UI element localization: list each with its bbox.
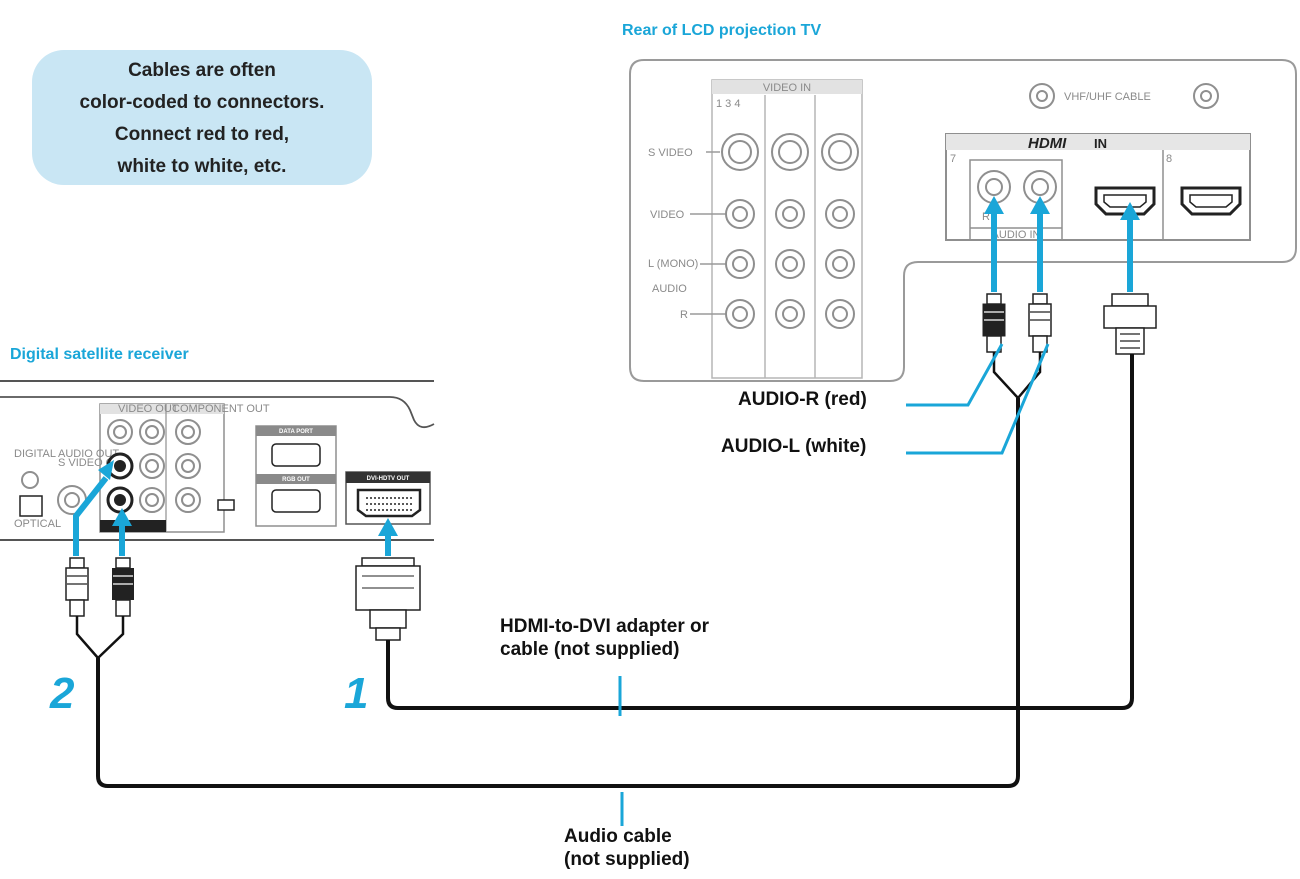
optical-label: OPTICAL [14,518,61,530]
audio-cable [96,398,1020,788]
rgb-out-label: RGB OUT [282,477,310,483]
video-in-numbers: 1 3 4 [716,98,740,110]
hdmi-dvi-label-line1: HDMI-to-DVI adapter or [500,616,710,637]
dvi-hdtv-out-label: DVI-HDTV OUT [367,476,410,482]
audio-in-jack-l [1023,170,1057,204]
audio-l-label: L (MONO) [648,258,698,270]
receiver-jack [139,419,165,445]
receiver-audio-wire-white [75,616,99,659]
audio-jack [725,249,755,279]
audio-cable-label-line1: Audio cable [564,826,672,847]
dvi-plug [355,557,421,641]
audio-jack [775,249,805,279]
rca-plug-red [982,293,1006,353]
hdmi-plug [1103,293,1157,355]
audio-r-red-label: AUDIO-R (red) [738,389,867,410]
tv-rear-panel: VIDEO IN 1 3 4 S VIDEO VIDEO L (MONO) AU… [629,59,1297,382]
receiver-connection-arrows [73,460,398,556]
receiver-jack [175,453,201,479]
audio-label: AUDIO [652,283,687,295]
tv-title: Rear of LCD projection TV [622,22,821,39]
hdmi-in-label: IN [1094,136,1107,151]
receiver-title: Digital satellite receiver [10,346,189,363]
note-line: Connect red to red, [115,124,289,145]
audio-l-leader [906,343,1050,455]
tv-panel-outline [629,59,1297,382]
rca-plug-white [1028,293,1052,353]
hdmi-port-8 [1180,186,1242,216]
r-mark: R [982,211,990,223]
hdmi-dvi-cable [386,354,1134,710]
note-line: white to white, etc. [117,156,287,177]
audio-in-label: AUDIO IN [992,229,1041,241]
tv-audio-wire-white [1017,352,1042,399]
video-jack [825,199,855,229]
data-port-label: DATA PORT [279,429,313,435]
receiver-jack [139,487,165,513]
receiver-rca-plug-red [112,557,134,617]
receiver-rca-plug-white [65,557,89,617]
audio-r-leader [906,343,1004,407]
hdmi-in-block: HDMI IN 7 8 R AUDIO IN [945,133,1251,241]
audio-jack [825,249,855,279]
note-bubble: Cables are often color-coded to connecto… [32,50,372,185]
receiver-jack [107,419,133,445]
video-jack [725,199,755,229]
cables [75,352,1134,788]
audio-jack [825,299,855,329]
receiver-audio-jack-red [106,486,134,514]
video-in-frame [711,79,863,379]
callouts: AUDIO-R (red) AUDIO-L (white) HDMI-to-DV… [49,343,1050,870]
receiver-jack [139,453,165,479]
receiver-jack [175,487,201,513]
tv-connection-arrows [984,196,1140,292]
receiver-rear-panel: DIGITAL AUDIO OUT OPTICAL S VIDEO OUT VI… [0,380,435,541]
audio-in-frame [969,159,1063,241]
hdmi-input-7: 7 [950,153,956,165]
audio-jack [775,299,805,329]
hdmi-input-8: 8 [1166,153,1172,165]
hdmi-logo: HDMI [1028,135,1067,152]
s-video-jack [821,133,859,171]
s-video-label: S VIDEO [648,147,693,159]
video-in-block: VIDEO IN 1 3 4 S VIDEO VIDEO L (MONO) AU… [648,79,863,379]
hdmi-port-7 [1094,186,1156,216]
video-out-label: VIDEO OUT [118,403,179,415]
s-video-jack [771,133,809,171]
vhf-uhf-connector: VHF/UHF CABLE [1029,83,1219,109]
audio-cable-label-line2: (not supplied) [564,849,690,870]
audio-l-white-label: AUDIO-L (white) [721,436,866,457]
dvi-port [356,488,422,518]
note-bubble-bg [32,50,372,185]
video-in-label: VIDEO IN [763,82,811,94]
step-number-1: 1 [344,669,368,718]
hdmi-header [946,134,1250,150]
receiver-jack [175,419,201,445]
s-video-jack [721,133,759,171]
step-number-2: 2 [49,669,75,718]
note-line: Cables are often [128,60,276,81]
receiver-audio-wire-red [97,616,125,659]
audio-jack [725,299,755,329]
audio-r-label: R [680,309,688,321]
hdmi-dvi-label-line2: cable (not supplied) [500,639,679,660]
video-in-header [712,80,862,94]
note-line: color-coded to connectors. [80,92,325,113]
tv-audio-wire-red [992,352,1019,399]
video-label: VIDEO [650,209,685,221]
digital-audio-out-label: DIGITAL AUDIO OUT [14,448,119,460]
receiver-top-recess [0,396,435,429]
vhf-uhf-label: VHF/UHF CABLE [1064,91,1151,103]
component-out-label: COMPONENT OUT [172,403,270,415]
video-jack [775,199,805,229]
